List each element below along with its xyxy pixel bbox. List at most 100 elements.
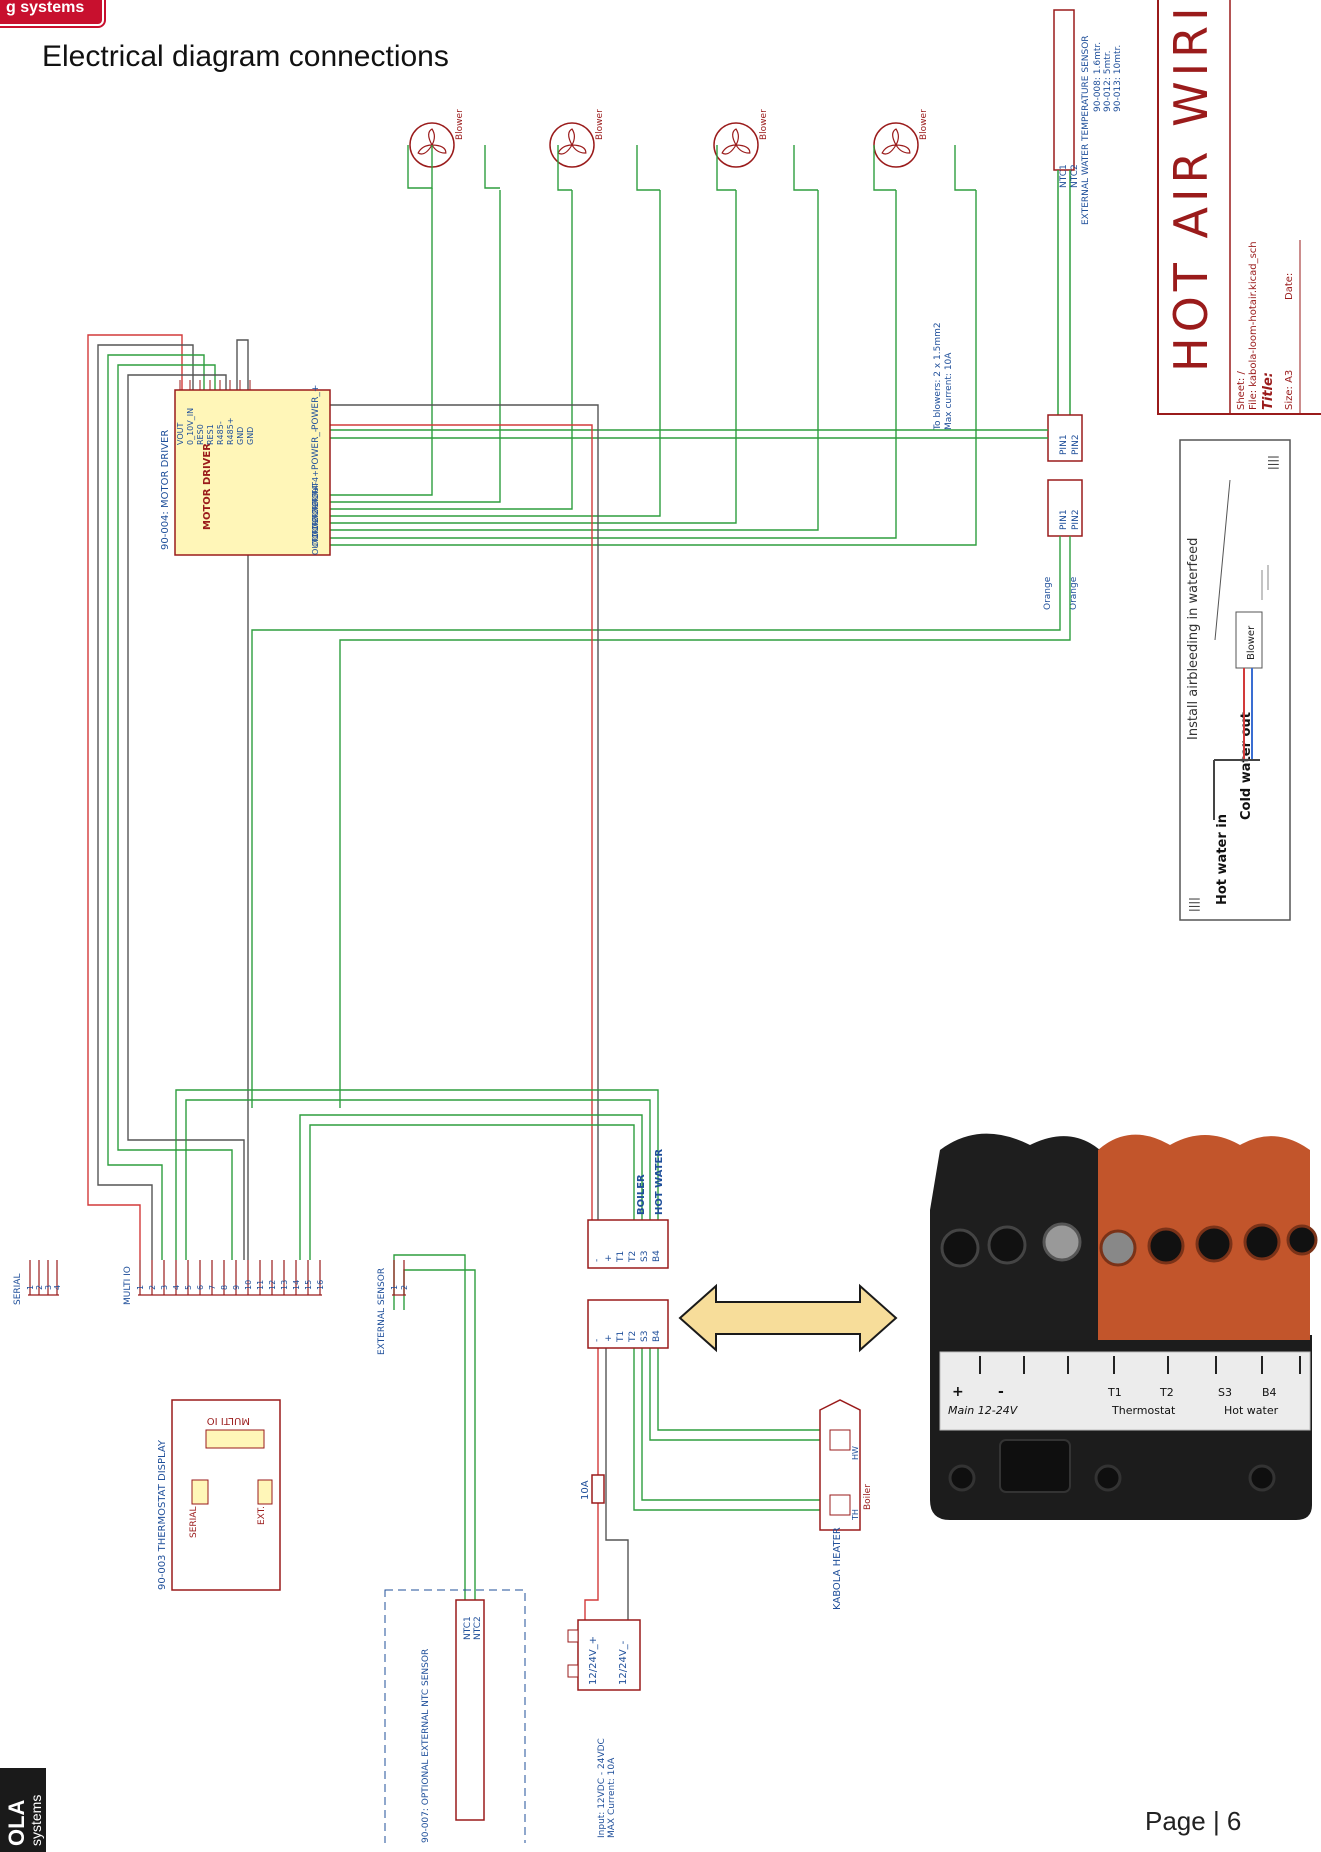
connector-tag-hot-water: HOT WATER	[654, 1149, 665, 1215]
blower-3: Blower	[713, 109, 769, 168]
thermostat-display: 90-003 THERMOSTAT DISPLAY MULTI IO SERIA…	[157, 1399, 281, 1591]
thermostat-display-ref: 90-003 THERMOSTAT DISPLAY	[157, 1439, 168, 1590]
power-supply: 12/24V_+ 12/24V_- Input: 12VDC - 24VDC M…	[567, 1619, 641, 1838]
connector-pin-label: -	[592, 1339, 602, 1342]
double-arrow-icon	[678, 1283, 898, 1353]
connector-top-box	[587, 1219, 669, 1269]
psu-pin-minus: 12/24V_-	[618, 1640, 629, 1685]
multi-io-header-pin-label: 6	[196, 1285, 205, 1290]
connector-pin-label: T2	[628, 1251, 638, 1263]
connector-pin-label: S3	[640, 1251, 650, 1262]
page-number: Page | 6	[1145, 1806, 1242, 1836]
blower-4: Blower	[873, 109, 929, 168]
blower-1: Blower	[409, 109, 465, 168]
connector-pin-label: -	[592, 1259, 602, 1262]
multi-io-header-pin-label: 9	[232, 1285, 241, 1290]
motor-out-pin-label: OUT4+	[311, 470, 320, 499]
connector-label-sticker	[939, 1351, 1311, 1431]
connector-pin-label: T1	[616, 1251, 626, 1263]
ext-sensor-pin-ntc2: NTC2	[1070, 164, 1080, 188]
external-sensor-header-label: EXTERNAL SENSOR	[377, 1268, 387, 1355]
thermostat-ext-label: EXT.	[257, 1506, 267, 1525]
blower-box-label: Blower	[1246, 625, 1257, 660]
photo-s3-label: S3	[1218, 1386, 1232, 1399]
ext-sensor-length-1: 90-008: 1.6mtr.	[1093, 42, 1103, 112]
ntc-optional-pin-2: NTC2	[473, 1616, 483, 1640]
motor-driver-ref: 90-004: MOTOR DRIVER	[160, 430, 171, 550]
ntc-optional-label: 90-007: OPTIONAL EXTERNAL NTC SENSOR	[421, 1649, 431, 1843]
psu-note-1: Input: 12VDC - 24VDC	[597, 1738, 607, 1838]
blower-2: Blower	[549, 109, 605, 168]
blower-label: Blower	[455, 109, 465, 140]
multi-io-header-pin-label: 16	[316, 1280, 325, 1290]
ext-sensor-pin-ntc1: NTC1	[1059, 164, 1069, 188]
blower-label: Blower	[919, 109, 929, 140]
pin1-label-bottom: PIN1	[1059, 509, 1069, 530]
blower-glyph-right: ||||	[1266, 455, 1279, 470]
serial-header-pin-label: 2	[35, 1285, 44, 1290]
motor-top-pin-label: GND	[236, 427, 245, 445]
brand-logo-bottom: OLA systems	[0, 1768, 46, 1852]
title-block-frame	[1157, 0, 1321, 415]
serial-header-pin-label: 4	[53, 1285, 62, 1290]
multi-io-header-pin-label: 3	[160, 1285, 169, 1290]
multi-io-header-pin-label: 4	[172, 1285, 181, 1290]
external-water-sensor: NTC1 NTC2 EXTERNAL WATER TEMPERATURE SEN…	[1053, 9, 1123, 420]
brand-logo-top: g systems	[0, 0, 106, 28]
motor-top-pin-label: GND	[246, 427, 255, 445]
motor-top-pin-label: R485-	[216, 421, 225, 445]
connector-pin-label: S3	[640, 1331, 650, 1342]
connector-pin-label: B4	[652, 1330, 662, 1342]
motor-top-pin-label: R485+	[226, 417, 235, 445]
motor-out-pin-label: OUT2+	[311, 502, 320, 531]
ext-sensor-label: EXTERNAL WATER TEMPERATURE SENSOR	[1081, 35, 1091, 225]
blower-label: Blower	[759, 109, 769, 140]
pin2-label-top: PIN2	[1071, 434, 1081, 455]
pin1-label-top: PIN1	[1059, 434, 1069, 455]
motor-top-pin-label: 0_10V_IN	[186, 408, 195, 445]
heater-boiler-label: Boiler	[863, 1484, 873, 1510]
install-note-box: |||| |||| Install airbleeding in waterfe…	[1179, 439, 1291, 921]
fuse: 10A	[580, 1474, 605, 1504]
cold-water-out-label: Cold water out	[1239, 712, 1254, 820]
connector-pin-label: T2	[628, 1331, 638, 1343]
motor-driver-name: MOTOR DRIVER	[202, 443, 213, 530]
heater-hw-label: HW	[851, 1446, 860, 1460]
multi-io-header-pin-label: 2	[148, 1285, 157, 1290]
fuse-label: 10A	[580, 1480, 591, 1500]
psu-note-2: MAX Current: 10A	[607, 1757, 617, 1838]
connector-bottom-box	[587, 1299, 669, 1349]
title-block-date: Date:	[1284, 273, 1295, 300]
pin2-label-bottom: PIN2	[1071, 509, 1081, 530]
title-block: HOT AIR WIRING L Sheet: / File: kabola-l…	[1157, 0, 1321, 415]
photo-main-label: Main 12-24V	[948, 1404, 1019, 1417]
connector-pin-label: B4	[652, 1250, 662, 1262]
brand-bottom-line-2: systems	[28, 1794, 44, 1846]
motor-top-pin-label: RES1	[206, 424, 215, 445]
motor-out-pin-label: OUT1-	[311, 530, 320, 555]
multi-io-header-pin-label: 12	[268, 1280, 277, 1290]
title-block-file: File: kabola-loom-hotair.kicad_sch	[1248, 241, 1259, 410]
connector-pin-label: +	[604, 1334, 614, 1342]
multi-io-header-pin-label: 5	[184, 1285, 193, 1290]
heater-th-label: TH	[851, 1509, 860, 1521]
multi-io-header-pin-label: 14	[292, 1280, 301, 1290]
title-block-size: Size: A3	[1284, 370, 1295, 410]
serial-header-label: SERIAL	[13, 1274, 23, 1305]
external-sensor-header-pin-label: 2	[400, 1285, 409, 1290]
thermostat-serial-label: SERIAL	[189, 1507, 199, 1538]
photo-minus-label: -	[998, 1384, 1004, 1400]
orange-label-2: Orange	[1069, 576, 1079, 610]
motor-top-pin-label: VOUT	[176, 423, 185, 445]
multi-io-header-label: MULTI IO	[123, 1266, 133, 1305]
optional-ntc-sensor: NTC1 NTC2 90-007: OPTIONAL EXTERNAL NTC …	[384, 1589, 526, 1843]
ntc-optional-pin-1: NTC1	[463, 1616, 473, 1640]
psu-pin-plus: 12/24V_+	[588, 1636, 599, 1685]
wires	[87, 145, 1071, 1620]
connector-tag-boiler: BOILER	[636, 1174, 647, 1215]
